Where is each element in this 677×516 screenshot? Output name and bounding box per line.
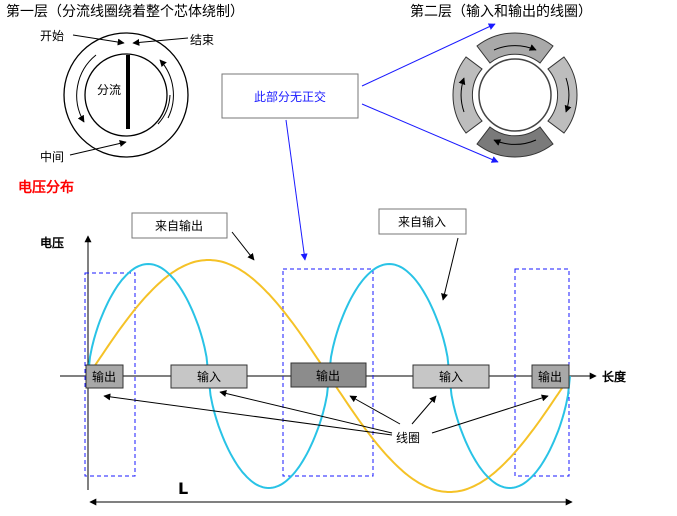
coil-label: 输入	[439, 369, 463, 384]
coil-label: 输出	[92, 369, 116, 384]
segment-left-arrow	[458, 77, 466, 113]
segment-bottom	[476, 126, 554, 158]
layer2-toroid	[452, 32, 578, 158]
layer1-toroid	[63, 32, 189, 158]
coil-label: 输出	[316, 368, 340, 383]
inner-ring	[84, 53, 168, 137]
segment-bottom-arrow	[493, 139, 537, 146]
coil-arrow-4	[411, 395, 437, 425]
coil-arrow-3	[349, 395, 401, 425]
end-label: 结束	[190, 33, 214, 47]
end-arrow	[132, 37, 189, 46]
middle-arrow	[69, 140, 127, 156]
from-output-label: 来自输出	[155, 218, 203, 233]
from-input-label: 来自输入	[398, 214, 446, 229]
winding-arrow-left	[76, 54, 97, 123]
length-label: L	[178, 479, 188, 498]
segment-right	[547, 56, 578, 134]
coil-block	[170, 364, 248, 389]
from-output-box	[131, 212, 228, 239]
from-input-box	[378, 208, 467, 235]
coil-0: 输出	[85, 364, 124, 389]
no-orthogonal-label: 此部分无正交	[254, 89, 326, 104]
note-arrow-bottom	[361, 103, 499, 163]
dashed-region-middle	[282, 268, 374, 477]
shunt-label: 分流	[97, 83, 121, 97]
voltage-heading: 电压分布	[18, 179, 74, 196]
coil-3: 输入	[412, 364, 490, 389]
dashed-region-left	[84, 272, 136, 477]
start-label: 开始	[40, 29, 64, 43]
coil-arrow-5	[431, 394, 549, 434]
layer2-title: 第二层（输入和输出的线圈）	[410, 3, 592, 20]
layer2-core	[478, 58, 552, 132]
layer1-title: 第一层（分流线圈绕着整个芯体绕制）	[6, 3, 244, 20]
no-orthogonal-box	[221, 73, 359, 119]
coil-block	[412, 364, 490, 389]
outer-ring	[63, 32, 189, 158]
coil-group-label: 线圈	[396, 431, 420, 445]
segment-top	[476, 32, 554, 64]
segment-right-arrow	[564, 77, 572, 113]
note-arrow-top	[361, 23, 496, 87]
segment-top-arrow	[493, 44, 537, 51]
from-output-arrow	[231, 231, 255, 261]
x-axis-label: 长度	[602, 369, 627, 384]
coil-label: 输出	[538, 369, 562, 384]
coil-arrow-2	[219, 390, 393, 434]
start-arrow	[72, 34, 125, 46]
coil-4: 输出	[531, 364, 570, 389]
winding-arc-lower	[157, 94, 171, 125]
note-arrow-down	[285, 119, 308, 261]
from-input-arrow	[441, 237, 459, 301]
coil-block	[85, 364, 124, 389]
coil-block	[290, 362, 367, 388]
middle-label: 中间	[40, 149, 64, 164]
coil-1: 输入	[170, 364, 248, 389]
segment-left	[452, 56, 483, 134]
winding-arrow-right	[159, 59, 174, 119]
coil-label: 输入	[197, 369, 221, 384]
coil-arrow-1	[103, 393, 393, 436]
coil-2: 输出	[290, 362, 367, 388]
coil-block	[531, 364, 570, 389]
y-axis-label: 电压	[40, 235, 64, 250]
